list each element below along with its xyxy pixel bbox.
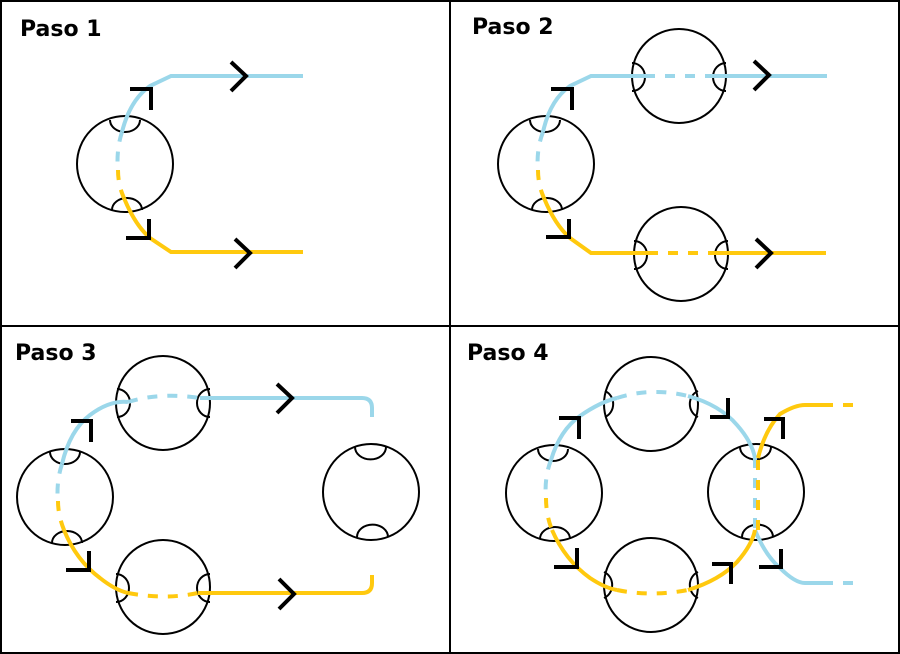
arrow-right-icon: [277, 577, 297, 611]
blue-line: [541, 74, 645, 133]
yellow-dashed-line: [56, 500, 66, 531]
corner-marker-icon: [130, 87, 153, 110]
corner-marker-icon: [559, 416, 581, 439]
panel-title: Paso 2: [472, 15, 554, 40]
yellow-line: [756, 403, 823, 459]
blue-line: [60, 399, 129, 465]
arrow-right-icon: [229, 60, 249, 93]
wheel-circle: [505, 444, 603, 542]
wheel-notch-bottom: [539, 526, 571, 540]
wheel-notch-top: [537, 448, 569, 462]
blue-dashed-line: [55, 463, 64, 504]
blue-line: [200, 396, 374, 417]
corner-marker-icon: [551, 87, 574, 110]
corner-marker-icon: [71, 419, 93, 442]
yellow-dashed-line: [116, 169, 126, 199]
yellow-dashed-line: [616, 588, 689, 596]
arrow-right-icon: [233, 237, 253, 270]
wheel-notch-bottom: [111, 197, 143, 211]
wheel-notch-right: [688, 571, 699, 599]
yellow-dashed-line: [544, 497, 554, 531]
blue-line: [687, 394, 757, 459]
blue-dashed-line: [535, 131, 545, 173]
yellow-line: [62, 529, 129, 595]
panel-paso-4: Paso 4: [467, 341, 863, 633]
wheel-notch-right: [688, 390, 699, 418]
corner-marker-icon: [126, 219, 151, 240]
wheel-circle: [603, 356, 699, 452]
wheel-circle: [115, 539, 211, 635]
wheel-notch-top: [49, 451, 81, 465]
yellow-dashed-line: [127, 591, 199, 599]
corner-marker-icon: [546, 219, 571, 239]
yellow-line: [550, 529, 618, 592]
wheel-notch-left: [115, 573, 130, 603]
blue-dashed-line: [616, 389, 689, 400]
blue-line: [753, 529, 823, 585]
panel-paso-3: Paso 3: [15, 341, 420, 635]
yellow-line: [198, 575, 374, 595]
wheel-notch-right: [196, 573, 211, 603]
wheel-circle: [322, 443, 420, 541]
arrow-right-icon: [752, 59, 772, 92]
panel-paso-1: Paso 1: [20, 17, 303, 270]
arrow-right-icon: [275, 382, 295, 415]
wheel-notch-top: [354, 446, 387, 461]
yellow-line: [687, 529, 757, 592]
blue-dashed-line: [543, 459, 553, 501]
corner-marker-icon: [764, 417, 785, 439]
blue-dashed-line: [115, 131, 124, 173]
corner-marker-icon: [710, 398, 730, 419]
arrow-right-icon: [754, 237, 774, 270]
wheel-notch-right: [196, 388, 211, 418]
wheel-circle: [76, 115, 174, 213]
corner-marker-icon: [712, 562, 733, 584]
corner-marker-icon: [554, 548, 579, 569]
panel-title: Paso 1: [20, 17, 102, 42]
blue-line: [549, 396, 618, 461]
wheel-notch-top: [109, 119, 141, 133]
wheel-notch-bottom: [51, 530, 83, 544]
wheel-notch-bottom: [531, 197, 563, 211]
blue-dashed-line: [127, 393, 201, 404]
yellow-line: [542, 197, 648, 255]
corner-marker-icon: [759, 549, 783, 569]
blue-line: [120, 74, 303, 133]
wheel-notch-bottom: [356, 523, 389, 538]
panel-paso-2: Paso 2: [472, 15, 827, 302]
wheel-circle: [603, 537, 699, 633]
panel-title: Paso 3: [15, 341, 97, 366]
panel-title: Paso 4: [467, 341, 549, 366]
wheel-notch-left: [604, 390, 615, 418]
wheel-circle: [707, 443, 805, 541]
corner-marker-icon: [66, 551, 91, 572]
yellow-dashed-line: [536, 169, 546, 199]
wheel-notch-left: [603, 571, 614, 599]
